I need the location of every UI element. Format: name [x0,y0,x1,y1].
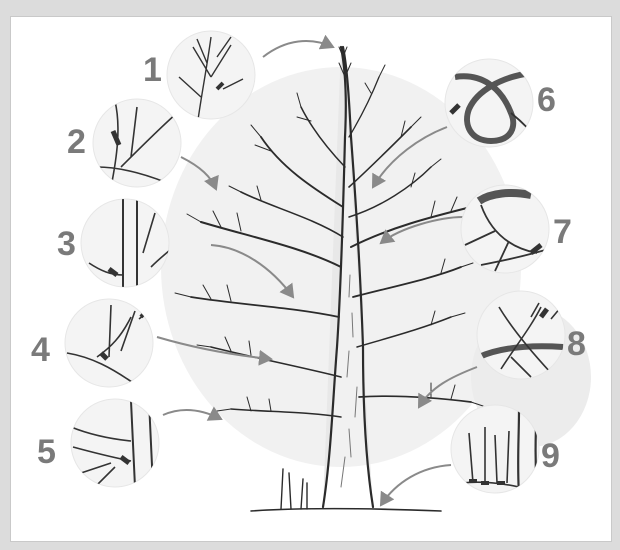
arrow-5 [163,410,221,419]
detail-inset-3 [81,199,171,289]
step-number-5: 5 [37,433,56,471]
detail-inset-8 [477,291,565,379]
step-number-7: 7 [553,213,572,251]
ground-line [251,509,441,511]
detail-inset-6 [445,59,539,147]
step-number-6: 6 [537,81,556,119]
detail-inset-4 [65,299,153,387]
step-number-9: 9 [541,437,560,475]
pruning-diagram: 1 2 3 4 5 6 7 8 9 [11,17,611,541]
detail-inset-5 [71,399,159,487]
step-number-1: 1 [143,51,162,89]
diagram-frame: 1 2 3 4 5 6 7 8 9 [10,16,612,542]
root-suckers [281,469,307,509]
step-number-4: 4 [31,331,50,369]
detail-inset-9 [451,405,539,495]
arrow-1 [263,41,333,57]
step-number-2: 2 [67,123,86,161]
step-number-3: 3 [57,225,76,263]
detail-inset-2 [93,99,181,189]
detail-inset-7 [461,185,549,273]
step-number-8: 8 [567,325,586,363]
arrow-9 [381,465,451,505]
